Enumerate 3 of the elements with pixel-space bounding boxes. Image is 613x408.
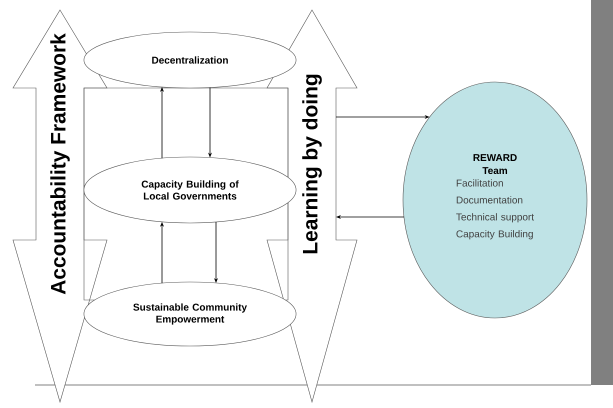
ellipse-node: Sustainable Community Empowerment <box>84 282 296 346</box>
ellipse-node: Decentralization <box>84 32 296 88</box>
ellipse-node: Capacity Building of Local Governments <box>84 156 296 224</box>
